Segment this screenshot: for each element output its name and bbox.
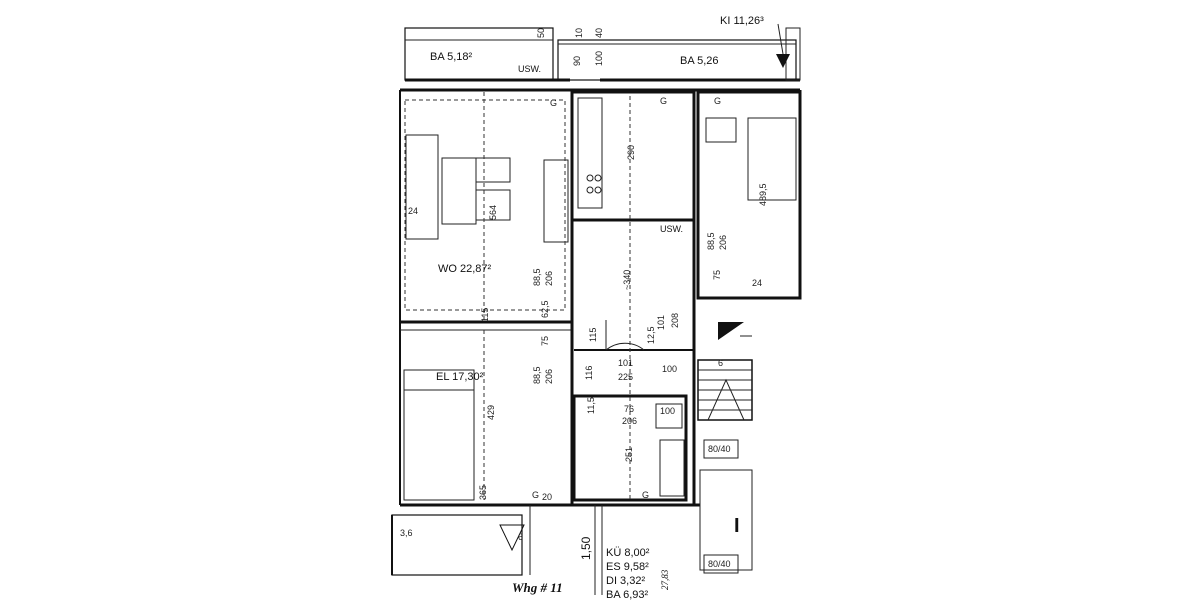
dim-208: 208 — [670, 313, 680, 328]
dim-50: 50 — [536, 28, 546, 38]
room-label-wo: WO 22,87² — [438, 263, 492, 275]
dim-206a: 206 — [718, 235, 728, 250]
dim-489-5: 489,5 — [758, 183, 768, 206]
dim-1-50: 1,50 — [579, 536, 593, 560]
dim-251: 251 — [624, 447, 634, 462]
entrance — [391, 505, 603, 595]
summary-total: 27,83 — [660, 569, 670, 590]
interior-walls — [400, 90, 802, 505]
dim-90: 90 — [572, 56, 582, 66]
room-label-usw-top: USW. — [518, 64, 541, 74]
dim-290: 290 — [626, 145, 636, 160]
dim-76: 76 — [624, 404, 634, 414]
dim-11-5: 11,5 — [586, 397, 596, 414]
dim-429: 429 — [486, 405, 496, 420]
dim-6b: 6 — [518, 532, 523, 542]
summary-ba: BA 6,93² — [606, 589, 649, 600]
summary-es: ES 9,58² — [606, 561, 649, 573]
dim-88-5b: 88,5 — [532, 268, 542, 286]
furniture — [403, 92, 797, 501]
dim-225: 225 — [618, 372, 633, 382]
dim-88-5c: 88,5 — [532, 366, 542, 384]
dim-3-6: 3,6 — [400, 528, 413, 538]
window-tag-a: 80/40 — [708, 444, 731, 454]
marker-g-4: G — [532, 490, 539, 500]
dim-100b: 100 — [662, 364, 677, 374]
dim-564: 564 — [488, 205, 498, 220]
stairwell — [697, 322, 753, 574]
dim-6a: 6 — [718, 358, 723, 368]
room-label-el: EL 17,30² — [436, 371, 484, 383]
section-numeral: I — [734, 515, 740, 537]
dim-206b: 206 — [544, 271, 554, 286]
room-label-ki: KI 11,26³ — [720, 15, 764, 27]
dim-206c: 206 — [544, 369, 554, 384]
dim-365: 365 — [478, 485, 488, 500]
window-tag-b: 80/40 — [708, 559, 731, 569]
dim-24b: 24 — [752, 278, 762, 288]
dim-101a: 101 — [656, 315, 666, 330]
marker-g-3: G — [714, 96, 721, 106]
room-label-ba-right: BA 5,26 — [680, 55, 719, 67]
handwritten-unit-number: Whg # 11 — [512, 580, 563, 595]
dim-100a: 100 — [594, 51, 604, 66]
summary-kue: KÜ 8,00² — [606, 547, 650, 559]
dim-115a: 115 — [480, 308, 490, 322]
dim-116: 116 — [584, 366, 594, 380]
dim-206d: 206 — [622, 416, 637, 426]
dim-101b: 101 — [618, 358, 633, 368]
balcony-left — [404, 27, 570, 82]
marker-g-2: G — [660, 96, 667, 106]
dim-24a: 24 — [408, 206, 418, 216]
summary-di: DI 3,32² — [606, 575, 645, 587]
dim-100c: 100 — [660, 406, 675, 416]
marker-g-1: G — [550, 98, 557, 108]
room-label-ba-left: BA 5,18² — [430, 51, 473, 63]
dim-12-5: 12,5 — [646, 326, 656, 344]
marker-g-5: G — [642, 490, 649, 500]
dim-88-5a: 88,5 — [706, 232, 716, 250]
dim-40: 40 — [594, 28, 604, 38]
dim-62-5: 62,5 — [540, 300, 550, 318]
area-summary: KÜ 8,00² ES 9,58² DI 3,32² BA 6,93² 27,8… — [606, 547, 670, 600]
dim-75a: 75 — [712, 270, 722, 280]
dim-115b: 115 — [588, 328, 598, 342]
dim-10: 10 — [574, 28, 584, 38]
room-label-usw-mid: USW. — [660, 224, 683, 234]
dim-75b: 75 — [540, 336, 550, 346]
dim-20: 20 — [542, 492, 552, 502]
balcony-right — [557, 23, 801, 82]
dim-340: ~340 — [622, 270, 632, 290]
